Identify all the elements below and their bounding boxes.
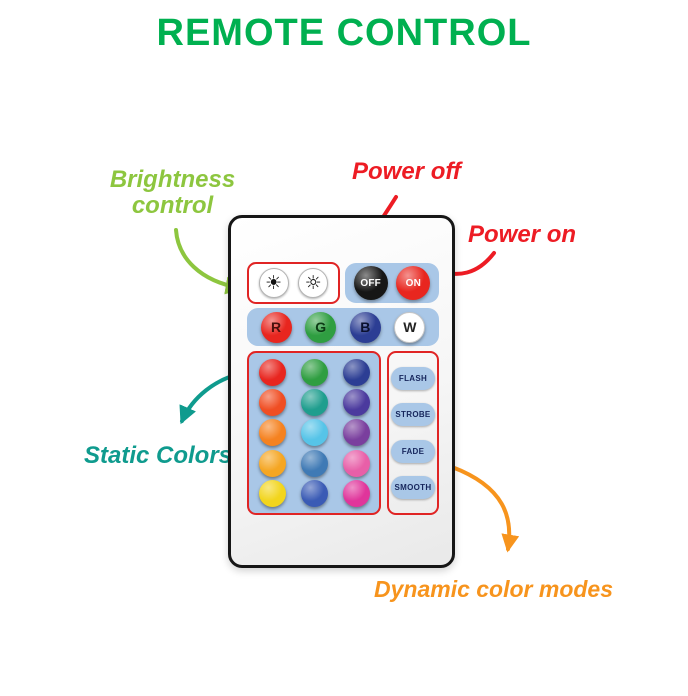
power-on-label: Power on (468, 221, 577, 248)
static-color-button-r1c1[interactable] (258, 358, 286, 386)
channel-button-r[interactable]: R (260, 311, 292, 343)
static-color-button-r4c1[interactable] (258, 449, 286, 477)
static-color-button-r3c3[interactable] (342, 419, 370, 447)
static-colors-label: Static Colors (84, 442, 233, 469)
static-color-button-r2c2[interactable] (300, 389, 328, 417)
brightness-label-line1: Brightness (109, 166, 236, 193)
mode-button-column: FLASH STROBE FADE SMOOTH (387, 351, 439, 515)
static-color-button-r2c3[interactable] (342, 389, 370, 417)
static-color-grid (247, 351, 381, 515)
static-color-button-r3c1[interactable] (258, 419, 286, 447)
brightness-up-icon[interactable]: ☀ (258, 268, 289, 298)
static-color-button-r3c2[interactable] (300, 419, 328, 447)
brightness-label-line2: control (131, 191, 214, 219)
mode-button-smooth[interactable]: SMOOTH (391, 476, 435, 500)
brightness-control-label: Brightness control (90, 167, 255, 219)
mode-button-fade[interactable]: FADE (391, 439, 435, 463)
power-off-button[interactable]: OFF (353, 266, 388, 300)
static-color-button-r5c3[interactable] (342, 480, 370, 508)
mode-button-strobe[interactable]: STROBE (391, 403, 435, 427)
channel-button-w[interactable]: W (394, 311, 426, 343)
brightness-button-group: ☀ ☼ (247, 262, 340, 304)
static-color-button-r4c3[interactable] (342, 449, 370, 477)
channel-button-b[interactable]: B (349, 311, 381, 343)
dynamic-modes-arrow (450, 465, 520, 553)
static-color-button-r1c2[interactable] (300, 358, 328, 386)
static-color-button-r1c3[interactable] (342, 358, 370, 386)
static-color-button-r4c2[interactable] (300, 449, 328, 477)
static-color-button-r5c2[interactable] (300, 480, 328, 508)
page-title: REMOTE CONTROL (156, 12, 532, 54)
static-color-button-r5c1[interactable] (258, 480, 286, 508)
power-button-group: OFF ON (345, 263, 439, 303)
power-on-button[interactable]: ON (396, 266, 431, 300)
static-color-button-r2c1[interactable] (258, 389, 286, 417)
channel-button-g[interactable]: G (305, 311, 337, 343)
dynamic-color-modes-label: Dynamic color modes (374, 576, 614, 602)
mode-button-flash[interactable]: FLASH (391, 366, 435, 390)
brightness-down-icon[interactable]: ☼ (298, 268, 329, 298)
power-off-label: Power off (352, 158, 461, 185)
